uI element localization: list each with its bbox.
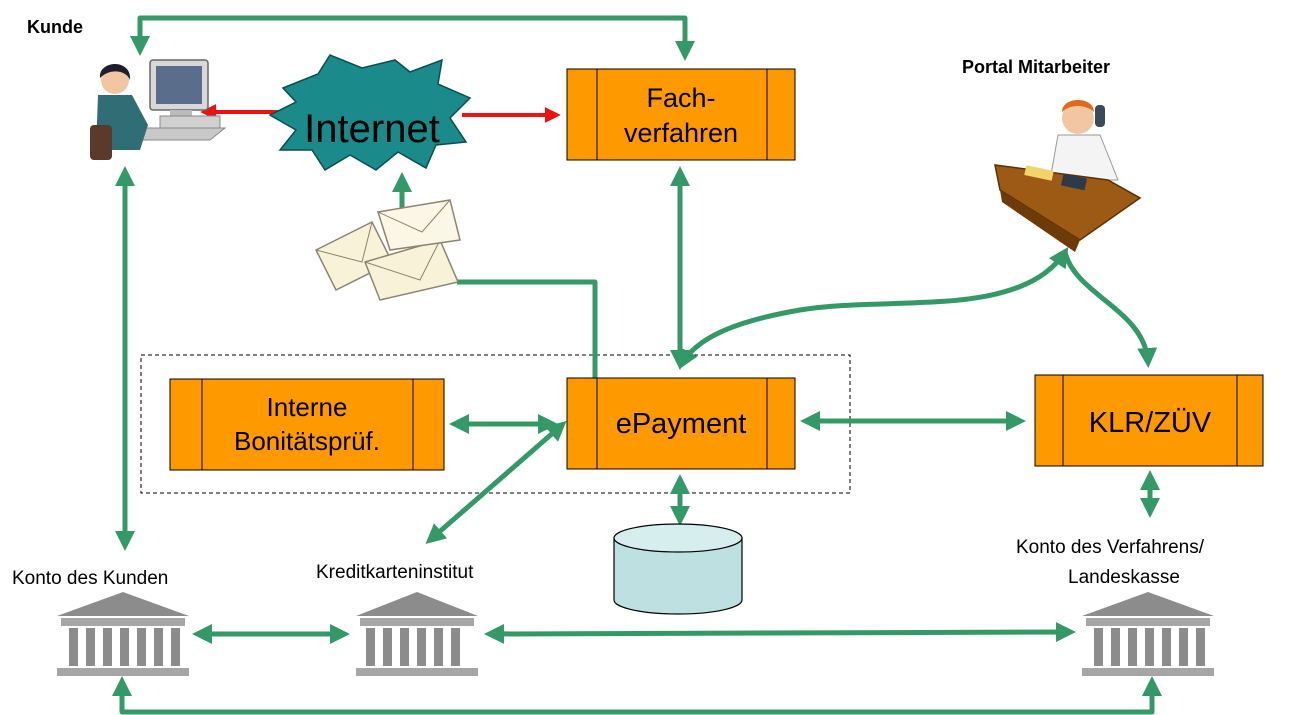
bank-konto-kunden-icon (57, 592, 189, 676)
bonitaet-label-line1: Interne (267, 392, 348, 422)
kunde-label: Kunde (27, 17, 83, 37)
internet-label: Internet (304, 107, 440, 151)
portal-mitarbeiter-label: Portal Mitarbeiter (962, 57, 1110, 77)
arrow-top-loop (130, 15, 695, 61)
fachverfahren-box: Fach- verfahren (566, 68, 796, 161)
bonitaetspruefung-box: Interne Bonitätsprüf. (169, 378, 445, 471)
green-connectors (112, 15, 1162, 715)
arrow-bottom-loop (112, 676, 1162, 715)
letters-envelopes-icon (314, 199, 461, 301)
arrow-kredit-epayment (425, 421, 567, 544)
arrow-kredit-landeskasse (484, 622, 1076, 644)
internet-cloud: Internet (268, 54, 472, 172)
epayment-box: ePayment (566, 377, 796, 470)
konto-verfahrens-label-line2: Landeskasse (1068, 567, 1180, 588)
fachverfahren-label-line1: Fach- (646, 83, 715, 113)
line-letters-epayment (457, 279, 598, 378)
internet-starburst-icon (268, 54, 472, 172)
klr-label: KLR/ZÜV (1089, 407, 1212, 439)
konto-verfahrens-label-line1: Konto des Verfahrens/ (1016, 537, 1205, 558)
bank-landeskasse-icon (1082, 592, 1214, 676)
epayment-label: ePayment (616, 408, 747, 440)
kunde-computer-user-icon (90, 59, 227, 160)
kreditkarteninstitut-label: Kreditkarteninstitut (316, 562, 474, 583)
bonitaet-label-line2: Bonitätsprüf. (234, 426, 380, 456)
portal-mitarbeiter-desk-icon (994, 100, 1142, 252)
arrow-portal-klr (1062, 251, 1158, 368)
konto-kunden-label: Konto des Kunden (12, 568, 168, 589)
fachverfahren-label-line2: verfahren (624, 118, 738, 148)
arrow-portal-epayment (679, 247, 1069, 370)
bank-kreditkarteninstitut-icon (356, 592, 478, 676)
database-cylinder-icon (613, 523, 743, 615)
klr-zuev-box: KLR/ZÜV (1034, 374, 1264, 467)
